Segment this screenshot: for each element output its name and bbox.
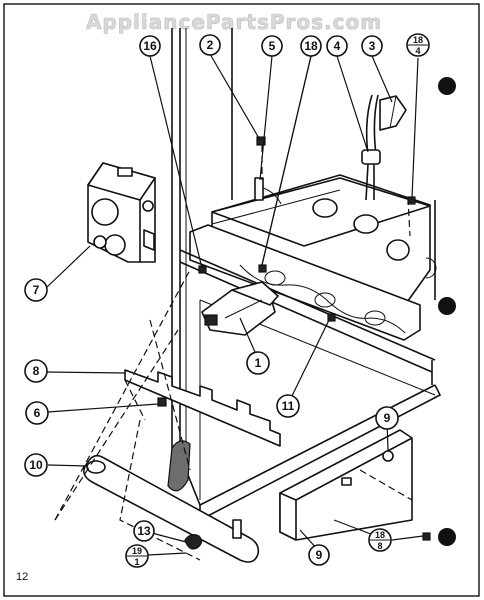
svg-text:1: 1 <box>255 356 262 370</box>
svg-text:9: 9 <box>316 548 323 562</box>
mounting-bracket <box>279 429 413 541</box>
svg-text:11: 11 <box>282 399 295 413</box>
svg-text:5: 5 <box>269 39 276 53</box>
svg-text:19: 19 <box>132 546 142 556</box>
svg-text:8: 8 <box>33 364 40 378</box>
svg-text:8: 8 <box>377 541 382 551</box>
gas-valve <box>87 162 156 263</box>
callout-9-bottom: 9 <box>308 544 330 566</box>
registration-dot-middle <box>438 297 456 315</box>
callout-18-over-8: 18 8 <box>368 528 392 552</box>
watermark: AppliancePartsPros.com <box>86 10 382 34</box>
svg-text:18: 18 <box>413 35 423 45</box>
svg-text:9: 9 <box>384 411 391 425</box>
registration-dot-top <box>438 77 456 95</box>
svg-text:13: 13 <box>137 524 151 538</box>
pilot-igniter <box>254 177 282 205</box>
callout-19-over-1: 19 1 <box>125 544 149 568</box>
callout-5: 5 <box>261 35 283 57</box>
svg-text:2: 2 <box>207 38 214 52</box>
svg-text:6: 6 <box>34 406 41 420</box>
callout-13: 13 <box>133 520 155 542</box>
callout-3: 3 <box>361 35 383 57</box>
reference-lines <box>54 145 413 561</box>
callout-8: 8 <box>24 359 48 383</box>
svg-text:4: 4 <box>334 39 341 53</box>
svg-text:18: 18 <box>375 530 385 540</box>
svg-text:10: 10 <box>29 458 43 472</box>
svg-text:7: 7 <box>33 283 40 297</box>
callout-6: 6 <box>25 401 49 425</box>
callout-18-over-4: 18 4 <box>406 33 430 57</box>
svg-text:16: 16 <box>143 39 157 53</box>
svg-text:18: 18 <box>304 39 318 53</box>
cabinet-structure <box>171 28 442 522</box>
burner-rack <box>124 369 281 447</box>
callout-18: 18 <box>300 35 322 57</box>
callout-9-top: 9 <box>375 406 399 430</box>
callout-2: 2 <box>199 34 221 56</box>
pilot-burner-assembly <box>201 281 279 336</box>
registration-dot-bottom <box>438 528 456 546</box>
svg-text:3: 3 <box>369 39 376 53</box>
callout-4: 4 <box>326 35 348 57</box>
callout-10: 10 <box>24 453 48 477</box>
wire-clip <box>379 95 407 131</box>
page-number: 12 <box>16 571 28 583</box>
svg-text:4: 4 <box>415 46 420 56</box>
callout-11: 11 <box>276 394 300 418</box>
callout-16: 16 <box>139 35 161 57</box>
callout-1: 1 <box>246 351 270 375</box>
svg-text:1: 1 <box>134 557 139 567</box>
callout-7: 7 <box>24 278 48 302</box>
burner-tube <box>83 440 260 563</box>
tube-clamp <box>184 534 203 550</box>
page-frame <box>3 3 480 597</box>
